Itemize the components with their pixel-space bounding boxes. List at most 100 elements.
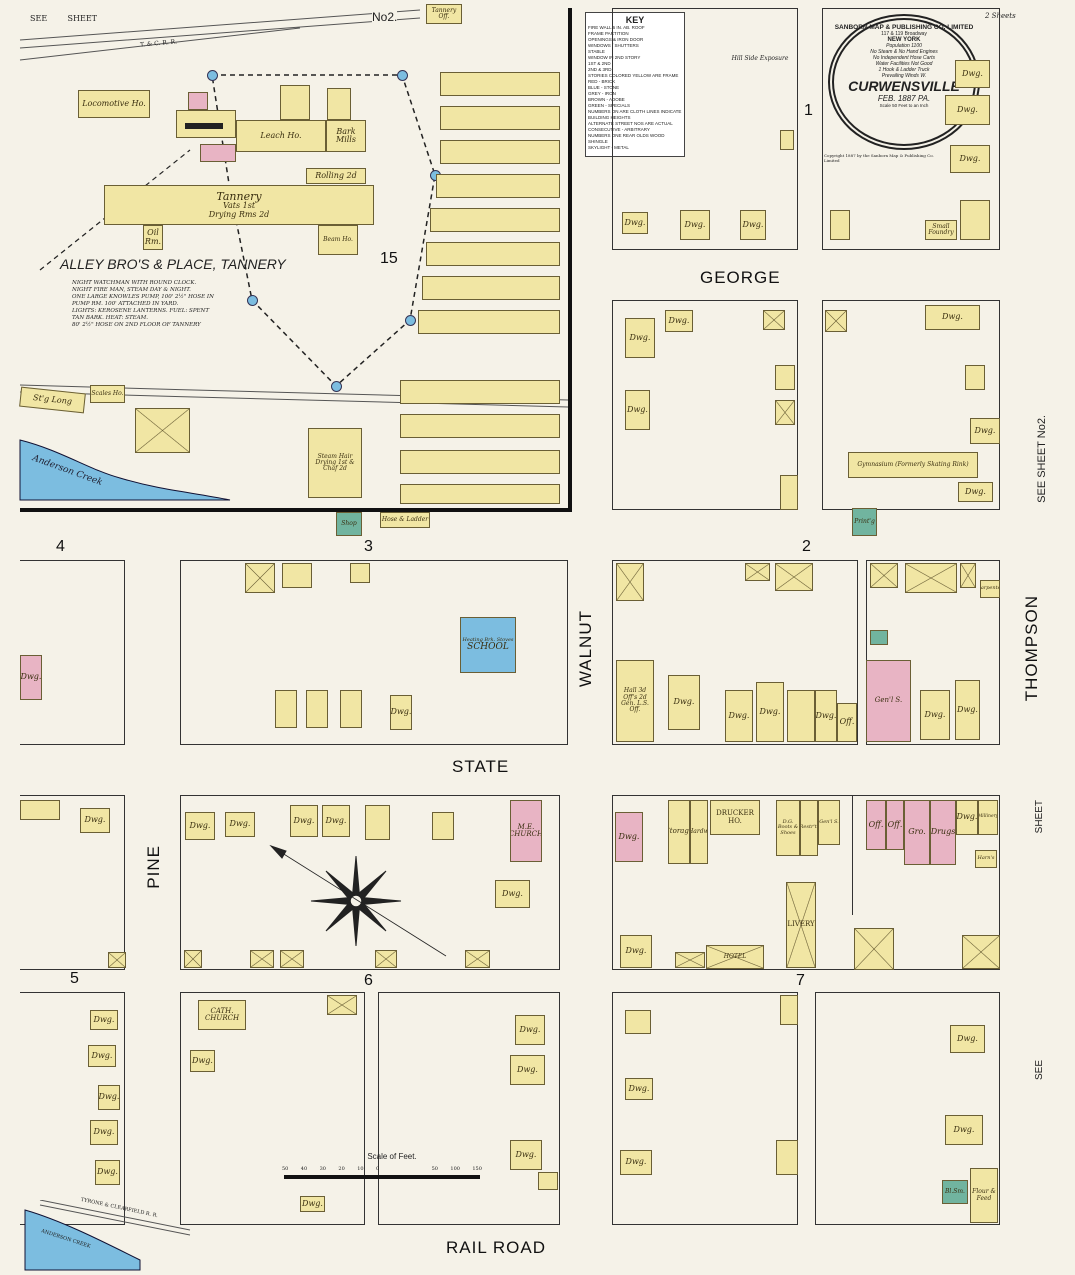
- lumber-shed: [430, 208, 560, 232]
- dwelling: Dwg.: [970, 418, 1000, 444]
- outbuilding: [965, 365, 985, 390]
- block-number-2: 2: [802, 538, 811, 555]
- sheet-number: No2.: [372, 10, 398, 24]
- hydrant: [331, 381, 342, 392]
- school-label: SCHOOL: [467, 641, 509, 652]
- key-item: NUMBERS ON ARE CLOTH LINES INDICATE BUIL…: [588, 109, 682, 120]
- dwelling: Dwg.: [925, 305, 980, 330]
- fire-pipe-line: [211, 74, 436, 388]
- block-6: [180, 795, 560, 970]
- barn: [465, 950, 490, 968]
- hose-carts: No Independent Hose Carts: [873, 55, 935, 61]
- see-sheet-top: SEE SHEET: [30, 14, 97, 23]
- dwelling: Dwg.: [815, 690, 837, 742]
- building: [282, 563, 312, 588]
- lumber-shed: [400, 414, 560, 438]
- scale-tick: 40: [300, 1166, 308, 1172]
- inset-border-horizontal: [20, 508, 572, 512]
- block-number-7: 7: [796, 972, 805, 989]
- population: Population 1100: [886, 43, 922, 49]
- beam-house: Beam Ho.: [318, 225, 358, 255]
- brick-dwelling: Dwg.: [615, 812, 643, 862]
- dwelling: Dwg.: [668, 675, 700, 730]
- scale-tick: 0: [375, 1166, 380, 1172]
- key-item: NUMBERS ONE REAR OLDS WOOD SHINGLE: [588, 133, 665, 144]
- key-item: OPENINGS & IRON DOOR: [588, 37, 644, 42]
- dwelling: Dwg.: [725, 690, 753, 742]
- dwelling: Dwg.: [620, 935, 652, 968]
- building: [135, 408, 190, 453]
- sheet-label: SHEET: [67, 14, 97, 23]
- school: Heating Brk. Stoves SCHOOL: [460, 617, 516, 673]
- dwelling: Dwg.: [756, 682, 784, 742]
- dwelling: Dwg.: [950, 1025, 985, 1053]
- block-7: [612, 795, 1000, 970]
- hydrant: [405, 315, 416, 326]
- outbuilding: [776, 1140, 798, 1175]
- scale-tick: 20: [338, 1166, 345, 1172]
- dwelling: Dwg.: [185, 812, 215, 840]
- steam-hair-drying: Steam Hair Drying 1st & Chaf 2d: [308, 428, 362, 498]
- map-key: KEY FIRE WALL 6 IN. AB. ROOF FRAME PARTI…: [585, 12, 685, 157]
- tannery-notes: Night watchman with round clock. Night f…: [72, 280, 222, 329]
- locomotive-house: Locomotive Ho.: [78, 90, 150, 118]
- block-7-south-east: [815, 992, 1000, 1225]
- tannery-title: ALLEY BRO'S & PLACE, TANNERY: [60, 256, 286, 272]
- block-2-north-east: [822, 300, 1000, 510]
- blacksmith: Bl.Sm.: [942, 1180, 968, 1204]
- publisher: SANBORN MAP & PUBLISHING CO. LIMITED: [834, 24, 974, 31]
- building: [20, 800, 60, 820]
- block-number-6: 6: [364, 972, 373, 989]
- engine-house: [200, 144, 236, 162]
- store: [787, 690, 815, 742]
- state: PA.: [917, 94, 931, 103]
- block-6-south-east: [378, 992, 560, 1225]
- rolling-room: Rolling 2d: [306, 168, 366, 184]
- publisher-address: 117 & 119 Broadway: [881, 31, 927, 37]
- tannery-label: Tannery: [216, 189, 262, 203]
- scale-title: Scale of Feet.: [367, 1152, 417, 1161]
- dwelling: Dwg.: [495, 880, 530, 908]
- scale-tick: 50: [282, 1166, 289, 1172]
- lumber-shed: [400, 450, 560, 474]
- key-title: KEY: [625, 15, 645, 25]
- street-walnut: WALNUT: [576, 610, 595, 688]
- dwelling: Dwg.: [625, 1078, 653, 1100]
- barn: [775, 400, 795, 425]
- barn: [854, 928, 894, 970]
- block-2-north: [612, 300, 798, 510]
- vats-label: Vats 1st: [222, 201, 256, 211]
- hydrant: [207, 70, 218, 81]
- dwelling: Dwg.: [958, 482, 993, 502]
- carpenter-shop: Carpenter: [980, 580, 1000, 598]
- town-name: CURWENSVILLE: [848, 78, 960, 94]
- oil-room: Oil Rm.: [143, 225, 163, 250]
- barn: [960, 563, 976, 588]
- restaurant: Restr't.: [800, 800, 818, 856]
- scale-bar: [284, 1175, 480, 1179]
- block-7-south-west: [612, 992, 798, 1225]
- lumber-shed: [400, 380, 560, 404]
- office-brick: Off.: [886, 800, 904, 850]
- hook-ladder: 1 Hook & Ladder Truck: [878, 67, 930, 73]
- outbuilding: [780, 475, 798, 510]
- railroad-track-top: [19, 9, 421, 61]
- dwelling: [625, 1010, 651, 1034]
- creek-water: [24, 1209, 141, 1271]
- key-item: GREY - IRON: [588, 91, 616, 96]
- key-item: 1ST & 2ND: [588, 61, 611, 66]
- dwelling: Dwg.: [510, 1140, 542, 1170]
- barn: [245, 563, 275, 593]
- bark-mills: Bark Mills: [326, 120, 366, 152]
- dwelling: Dwg.: [665, 310, 693, 332]
- lumber-shed: [426, 242, 560, 266]
- printing-office: Print'g: [852, 508, 877, 536]
- dwelling: Dwg.: [956, 800, 978, 835]
- brick-dwelling: Dwg.: [20, 655, 42, 700]
- dwelling: Dwg.: [955, 60, 990, 88]
- railroad-track-bottom: [39, 1200, 191, 1236]
- key-item: WINDOW IN 2ND STORY: [588, 55, 641, 60]
- lumber-shed: [422, 276, 560, 300]
- street-george: GEORGE: [700, 268, 781, 287]
- dwelling: Dwg.: [515, 1015, 545, 1045]
